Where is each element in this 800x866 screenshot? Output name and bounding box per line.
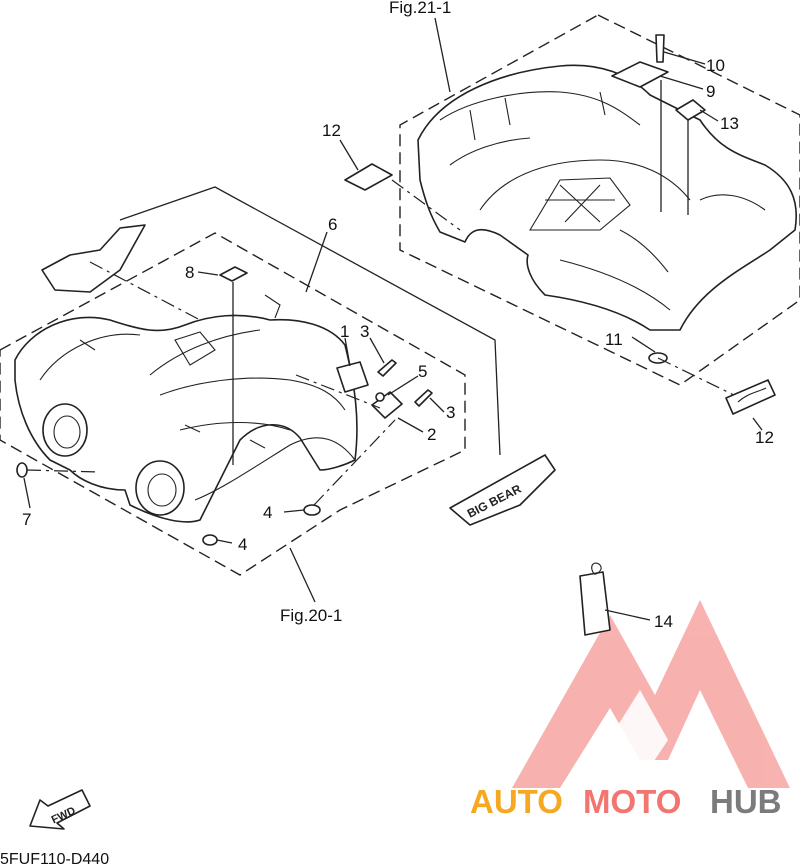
label-11: 11 (605, 330, 623, 349)
label-6: 6 (328, 215, 337, 234)
label-5: 5 (418, 362, 427, 381)
part-14-tag (579, 571, 611, 636)
part-14-tag-group (579, 562, 651, 636)
labels: Fig.21-1 Fig.20-1 10 9 13 12 6 11 12 8 1… (0, 0, 774, 866)
label-4-upper: 4 (263, 503, 272, 522)
front-fender-group: BIG BEAR (0, 186, 556, 603)
part-13-label (675, 99, 706, 121)
part-8-label (219, 266, 248, 282)
part-12-decal (725, 379, 776, 415)
part-12-label-rear (344, 163, 393, 191)
label-1: 1 (340, 322, 349, 341)
part-6-decal-big-bear (449, 454, 556, 526)
label-8: 8 (185, 263, 194, 282)
part-7-cap (16, 462, 28, 478)
part-10-screw (655, 34, 665, 63)
rear-group-boundary (399, 14, 800, 386)
fwd-arrow: FWD (29, 789, 91, 830)
label-13: 13 (720, 114, 739, 133)
label-4-lower: 4 (238, 535, 247, 554)
label-7: 7 (22, 510, 31, 529)
part-3-bolt-a (377, 359, 397, 377)
watermark-moto: MOTO (583, 783, 681, 820)
label-9: 9 (706, 82, 715, 101)
watermark-hub: HUB (710, 783, 782, 820)
right-headlight (135, 460, 185, 516)
fig-ref-rear: Fig.21-1 (389, 0, 451, 17)
rear-fender (417, 64, 797, 331)
front-group-boundary (0, 232, 466, 576)
part-1-bracket (336, 361, 369, 393)
fwd-arrow-icon (29, 789, 91, 830)
part-5-nut (375, 392, 385, 402)
watermark-text: AUTO MOTO HUB (470, 783, 782, 820)
part-4-grommet-b (202, 534, 218, 546)
label-3-right: 3 (446, 403, 455, 422)
label-10: 10 (706, 56, 725, 75)
label-12-top: 12 (322, 121, 341, 140)
rear-fender-group (339, 14, 800, 431)
watermark-auto: AUTO (470, 783, 563, 820)
label-12-bottom: 12 (755, 428, 774, 447)
label-3-top: 3 (360, 322, 369, 341)
label-14: 14 (654, 612, 673, 631)
watermark-logo (512, 600, 790, 788)
part-9-plate (611, 61, 669, 88)
drawing-code: 5FUF110-D440 (0, 851, 109, 866)
label-2: 2 (427, 425, 436, 444)
part-3-bolt-b (414, 389, 433, 407)
part-4-grommet-a (303, 504, 321, 516)
part-6-decal-left (41, 224, 146, 293)
fig-ref-front: Fig.20-1 (280, 606, 342, 625)
